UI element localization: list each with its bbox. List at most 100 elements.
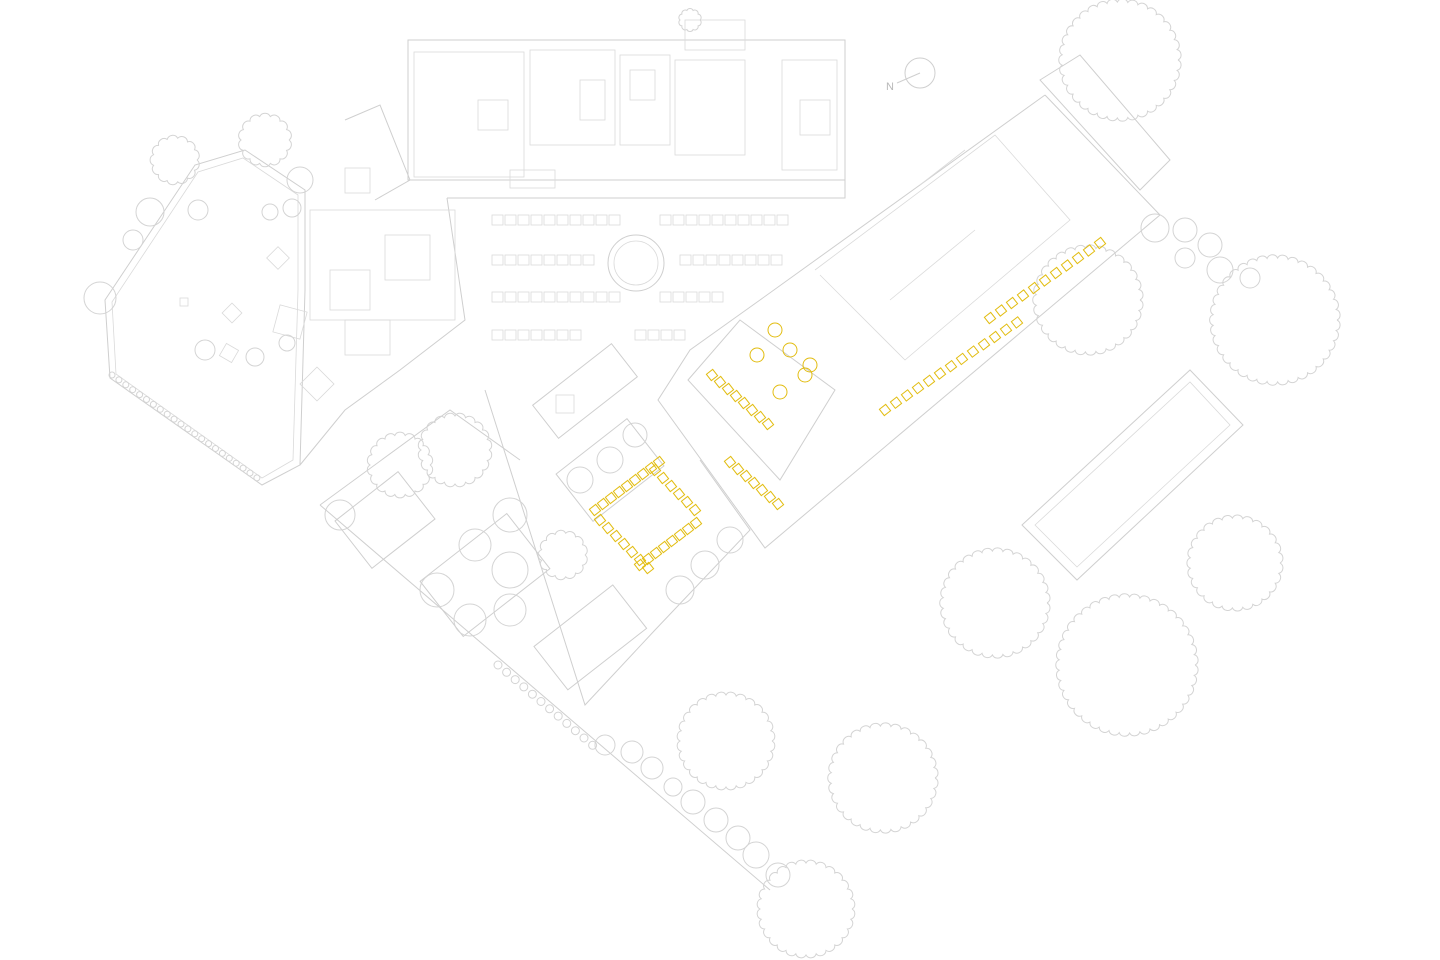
table-icon (543, 329, 556, 341)
tree-icon (742, 841, 770, 869)
shrub-icon (122, 381, 130, 389)
table-icon (604, 491, 618, 505)
table-icon (999, 323, 1013, 337)
tree-icon (458, 528, 492, 562)
tree-icon (492, 497, 528, 533)
tree-icon (827, 722, 939, 834)
table-icon (636, 467, 650, 481)
table-icon (747, 476, 761, 490)
tree-icon (716, 526, 744, 554)
shrub-icon (553, 711, 563, 721)
tree-icon (1239, 267, 1261, 289)
table-icon (660, 329, 673, 341)
table-icon (648, 463, 662, 477)
table-icon (504, 254, 517, 266)
tree-icon (1055, 593, 1199, 737)
table-icon (955, 352, 969, 366)
tree-icon (278, 334, 296, 352)
shrub-icon (212, 445, 219, 452)
table-icon (672, 214, 685, 226)
lower-gardens (319, 389, 771, 891)
tree-icon (1172, 217, 1198, 243)
tree-icon (1058, 0, 1182, 122)
tree-icon (678, 8, 702, 32)
shrub-icon (545, 704, 555, 714)
table-icon (530, 214, 543, 226)
table-icon (761, 417, 775, 431)
shrub-icon (579, 733, 589, 743)
tree-icon (453, 603, 487, 637)
shrub-icon (570, 726, 580, 736)
table-icon (680, 495, 694, 509)
table-icon (569, 291, 582, 303)
table-icon (588, 503, 602, 517)
shrub-icon (510, 675, 520, 685)
table-icon (878, 403, 892, 417)
tree-icon (663, 777, 683, 797)
table-icon (659, 291, 672, 303)
table-icon (556, 214, 569, 226)
trees (83, 0, 1341, 959)
tree-icon (703, 807, 729, 833)
table-icon (771, 497, 785, 511)
tree-icon (596, 446, 624, 474)
table-icon (900, 389, 914, 402)
table-icon (763, 214, 776, 226)
table-icon (608, 214, 621, 226)
table-icon (609, 529, 623, 543)
table-icon (608, 291, 621, 303)
table-icon (737, 214, 750, 226)
tree-icon (1209, 254, 1341, 386)
table-icon (770, 254, 783, 266)
tree-icon (1197, 232, 1223, 258)
table-icon (1038, 274, 1052, 287)
table-icon (755, 483, 769, 497)
table-icon (517, 254, 530, 266)
table-icon (763, 490, 777, 504)
shrub-icon (225, 454, 233, 462)
shrub-icon (163, 410, 171, 418)
shrub-icon (136, 391, 144, 399)
table-icon (782, 342, 798, 358)
table-icon (491, 214, 504, 226)
table-icon (731, 462, 745, 476)
table-icon (556, 291, 569, 303)
table-icon (530, 329, 543, 341)
table-icon (625, 545, 639, 559)
shrub-icon (246, 469, 254, 477)
shrub-icon (239, 464, 247, 472)
table-icon (772, 384, 788, 400)
table-icon (1005, 296, 1019, 310)
table-icon (569, 214, 582, 226)
table-icon (612, 485, 626, 499)
table-icon (994, 304, 1008, 317)
table-icon (491, 329, 504, 341)
shrub-icon (149, 400, 157, 408)
table-icon (504, 329, 517, 341)
table-icon (1082, 244, 1096, 257)
north-arrow-pointer (896, 72, 921, 84)
table-icon (689, 516, 703, 530)
table-icon (729, 389, 743, 403)
table-icon (724, 214, 737, 226)
table-icon (595, 291, 608, 303)
table-icon (582, 254, 595, 266)
tree-icon (324, 499, 356, 531)
table-icon (672, 291, 685, 303)
table-icon (634, 329, 647, 341)
table-icon (911, 381, 925, 395)
table-icon (517, 214, 530, 226)
table-icon (1071, 251, 1085, 265)
west-wing (299, 104, 466, 466)
table-icon (556, 254, 569, 266)
tree-icon (622, 422, 648, 448)
table-icon (750, 214, 763, 226)
shrub-icon (493, 660, 503, 670)
table-icon (620, 479, 634, 493)
shrub-icon (115, 376, 123, 384)
table-icon (543, 291, 556, 303)
table-icon (504, 214, 517, 226)
table-icon (705, 254, 718, 266)
table-icon (1027, 281, 1041, 295)
